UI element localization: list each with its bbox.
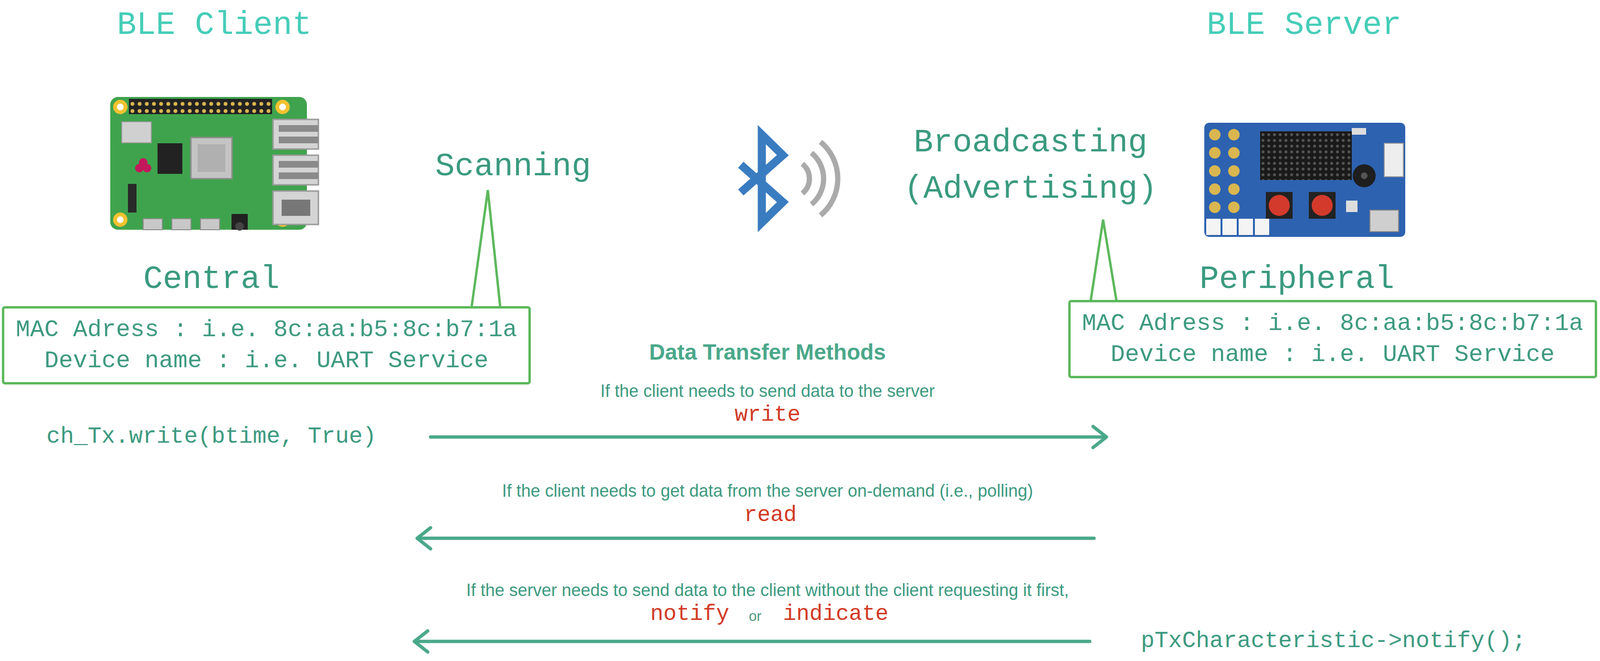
method-name: read — [744, 502, 797, 529]
client-info-box: MAC Adress : i.e. 8c:aa:b5:8c:b7:1aDevic… — [1, 305, 531, 385]
device-role-title: BLE Client — [116, 6, 312, 44]
transfer-arrow — [414, 630, 1090, 652]
raspberry-pi — [110, 96, 319, 231]
conjunction: or — [748, 607, 762, 625]
transfer-arrow — [430, 426, 1107, 448]
method-name: write — [734, 401, 801, 429]
method-name: indicate — [783, 600, 889, 628]
info-text: Device name : i.e. UART Service — [1082, 338, 1584, 370]
callout-tail — [1090, 219, 1117, 301]
code-snippet: ch_Tx.write(btime, True) — [46, 422, 377, 451]
device-role-title: BLE Server — [1206, 6, 1402, 44]
state-label: Broadcasting (Advertising) — [896, 119, 1165, 212]
method-description: If the server needs to send data to the … — [466, 579, 1070, 600]
info-text: MAC Adress : i.e. 8c:aa:b5:8c:b7:1a — [15, 314, 517, 346]
bluetooth-icon — [740, 134, 838, 223]
method-description: If the client needs to send data to the … — [600, 380, 935, 401]
method-name: notify — [650, 600, 730, 628]
info-text: MAC Adress : i.e. 8c:aa:b5:8c:b7:1a — [1082, 307, 1584, 339]
info-text: Device name : i.e. UART Service — [15, 345, 517, 377]
state-label: Scanning — [435, 143, 591, 190]
role-label: Peripheral — [1199, 255, 1395, 303]
section-heading: Data Transfer Methods — [649, 338, 886, 366]
role-label: Central — [143, 255, 280, 303]
code-snippet: pTxCharacteristic->notify(); — [1140, 627, 1527, 655]
transfer-arrow — [417, 527, 1095, 549]
method-description: If the client needs to get data from the… — [502, 480, 1034, 501]
kidbright-board — [1204, 122, 1406, 237]
server-info-box: MAC Adress : i.e. 8c:aa:b5:8c:b7:1aDevic… — [1068, 299, 1598, 379]
callout-tail — [471, 189, 501, 307]
